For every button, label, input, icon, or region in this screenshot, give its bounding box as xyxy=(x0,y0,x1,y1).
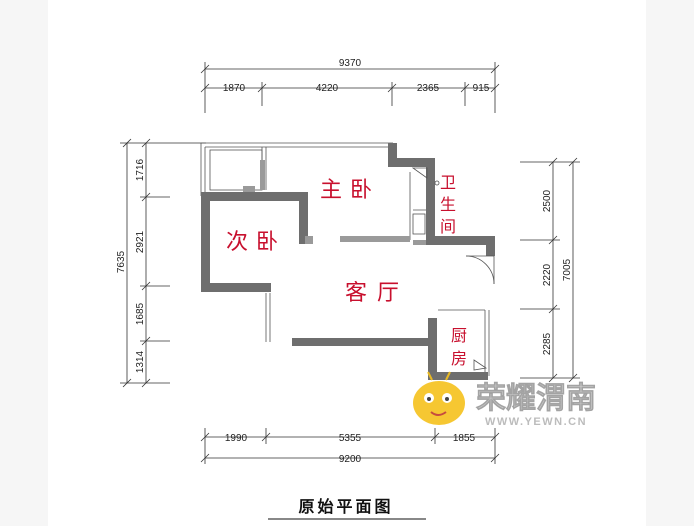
top-total-dimension: 9370 xyxy=(339,58,362,69)
right-dimension-2: 2220 xyxy=(542,263,553,286)
structural-walls xyxy=(201,143,495,380)
top-dimension-3: 2365 xyxy=(417,83,440,94)
room-label-bathroom-1: 卫 xyxy=(440,173,456,192)
top-dimension-4: 915 xyxy=(473,83,490,94)
left-total-dimension: 7635 xyxy=(116,250,127,273)
room-label-second-bedroom: 次卧 xyxy=(226,230,286,255)
top-dimension-2: 4220 xyxy=(316,83,339,94)
watermark-url: WWW.YEWN.CN xyxy=(485,416,587,428)
right-dimensions xyxy=(520,157,580,383)
drawing-caption: 原始平面图 xyxy=(298,497,393,516)
top-dimension-1: 1870 xyxy=(223,83,246,94)
watermark: 荣耀渭南 WWW.YEWN.CN xyxy=(413,371,596,428)
watermark-brand: 荣耀渭南 xyxy=(476,381,596,416)
wall-fragments xyxy=(243,160,426,245)
bottom-dimension-2: 5355 xyxy=(339,433,362,444)
room-label-living-room: 客厅 xyxy=(345,281,409,306)
bottom-dimension-1: 1990 xyxy=(225,433,248,444)
left-dimension-2: 2921 xyxy=(135,230,146,253)
left-dimension-3: 1685 xyxy=(135,302,146,325)
bottom-dimension-3: 1855 xyxy=(453,433,476,444)
kitchen-door xyxy=(465,255,495,285)
left-dimension-1: 1716 xyxy=(135,158,146,181)
right-total-dimension: 7005 xyxy=(562,258,573,281)
bottom-total-dimension: 9200 xyxy=(339,454,362,465)
room-label-kitchen-2: 房 xyxy=(451,349,467,368)
mascot-icon xyxy=(413,371,465,425)
room-label-master-bedroom: 主卧 xyxy=(320,178,380,203)
top-dimensions xyxy=(200,62,500,113)
left-dimension-4: 1314 xyxy=(135,350,146,373)
room-label-kitchen-1: 厨 xyxy=(451,326,467,345)
bathroom-fixtures xyxy=(411,167,440,235)
room-label-bathroom-2: 生 xyxy=(440,195,456,214)
left-dimensions xyxy=(120,138,206,388)
right-dimension-3: 2285 xyxy=(542,332,553,355)
kitchen-fixture xyxy=(473,359,488,371)
bottom-dimensions xyxy=(200,428,500,464)
room-label-bathroom-3: 间 xyxy=(440,217,456,236)
right-dimension-1: 2500 xyxy=(542,189,553,212)
